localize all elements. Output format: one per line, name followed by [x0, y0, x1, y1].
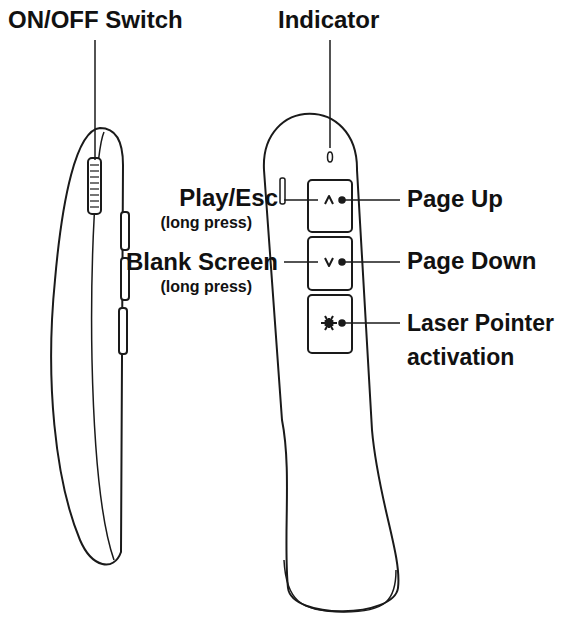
switch-ridge — [90, 176, 99, 177]
switch-ridge — [90, 194, 99, 195]
part-label: Page Up — [407, 185, 503, 213]
laser-symbol — [321, 316, 337, 330]
page-down-button — [308, 237, 352, 290]
front-rim — [284, 560, 396, 612]
part-label: (long press) — [160, 214, 252, 232]
page-up-button — [308, 180, 352, 232]
part-label: ON/OFF Switch — [8, 6, 183, 34]
part-label: (long press) — [160, 278, 252, 296]
indicator-led — [328, 152, 333, 162]
leader-dot — [339, 259, 345, 265]
switch-ridge — [90, 182, 99, 183]
leader-line — [94, 40, 96, 160]
side-button — [121, 212, 129, 250]
switch-ridge — [90, 200, 99, 201]
switch-ridge — [90, 170, 99, 171]
leader-dot — [339, 197, 345, 203]
part-label: Play/Esc — [179, 184, 278, 212]
leader-line — [284, 261, 318, 263]
laser-button — [308, 295, 352, 353]
switch-ridge — [90, 188, 99, 189]
laser-center — [326, 320, 332, 326]
down-symbol — [325, 258, 333, 266]
leader-line — [342, 199, 400, 201]
part-label: Indicator — [278, 6, 379, 34]
on-off-switch — [88, 158, 101, 214]
leader-line — [329, 40, 331, 148]
switch-ridges — [90, 165, 99, 207]
leader-line — [284, 199, 318, 201]
leader-dot — [339, 320, 345, 326]
side-body — [51, 128, 123, 565]
up-symbol — [325, 196, 333, 204]
part-label: Laser Pointer activation — [407, 306, 565, 374]
front-body — [264, 114, 399, 612]
switch-ridge — [90, 206, 99, 207]
part-label: Blank Screen — [126, 248, 278, 276]
side-button — [119, 308, 127, 354]
part-label: Page Down — [407, 247, 536, 275]
switch-ridge — [90, 164, 99, 165]
leader-line — [342, 261, 400, 263]
leader-line — [342, 322, 400, 324]
